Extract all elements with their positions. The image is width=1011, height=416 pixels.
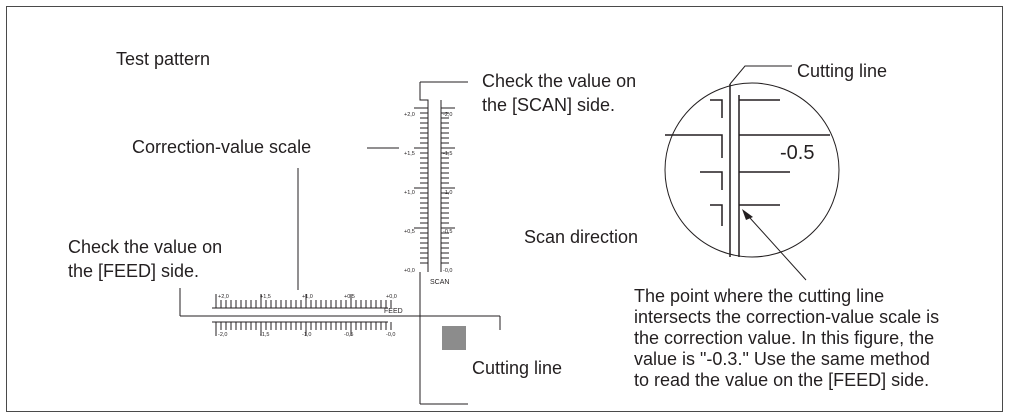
feed-top-tick-label: +1,5 [260, 294, 271, 300]
note-line: to read the value on the [FEED] side. [634, 370, 930, 390]
feed-top-tick-label: +0,0 [386, 294, 397, 300]
scan-right-tick-label: -0,5 [443, 229, 452, 235]
scan-left-tick-label: +1,0 [404, 190, 415, 196]
note-line: value is "-0.3." Use the same method [634, 349, 930, 369]
note-line: The point where the cutting line [634, 286, 885, 306]
scan-right-tick-label: -0,0 [443, 268, 452, 274]
feed-bottom-tick-label: -0,0 [386, 332, 395, 338]
feed-axis-label: FEED [384, 308, 403, 315]
scan-left-tick-label: +1,5 [404, 151, 415, 157]
feed-bottom-tick-label: -2,0 [218, 332, 227, 338]
feed-top-tick-label: +1,0 [302, 294, 313, 300]
zoom-value-label: -0.5 [780, 142, 815, 164]
zoom-circle [664, 82, 840, 258]
cutting-line-label-bottom: Cutting line [472, 358, 563, 378]
feed-top-tick-label: +2,0 [218, 294, 229, 300]
feed-bottom-tick-label: -1,0 [302, 332, 311, 338]
feed-bottom-tick-label: -1,5 [260, 332, 269, 338]
check-scan-label-line1: Check the value on [482, 71, 637, 91]
gray-square [442, 326, 466, 350]
scan-left-tick-label: +2,0 [404, 112, 415, 118]
feed-scale-ticks [215, 294, 392, 336]
check-feed-label-line2: the [FEED] side. [68, 261, 200, 281]
feed-top-tick-label: +0,5 [344, 294, 355, 300]
scan-left-tick-label: +0,0 [404, 268, 415, 274]
scan-right-tick-label: -2,0 [443, 112, 452, 118]
scale-text-labels: +2,0 +1,5 +1,0 +0,5 +0,0 -2,0 -1,5 -1,0 -0,5 -0,0… [218, 112, 452, 338]
check-feed-label-line1: Check the value on [68, 237, 223, 257]
explanation-note: The point where the cutting line interse… [634, 286, 939, 391]
scan-left-tick-label: +0,5 [404, 229, 415, 235]
scan-right-tick-label: -1,0 [443, 190, 452, 196]
zoom-arrow-leader [749, 217, 807, 281]
correction-scale-label: Correction-value scale [132, 137, 312, 157]
test-pattern-label: Test pattern [116, 49, 211, 69]
note-line: intersects the correction-value scale is [634, 307, 940, 327]
scan-right-tick-label: -1,5 [443, 151, 452, 157]
figure-frame [6, 6, 1003, 412]
feed-bottom-tick-label: -0,5 [344, 332, 353, 338]
check-scan-label-line2: the [SCAN] side. [482, 95, 616, 115]
zoom-arrow-icon [742, 209, 753, 220]
scan-scale-ticks [414, 107, 455, 264]
zoom-cutting-line-leader [729, 65, 792, 85]
zoom-scale-ticks [665, 99, 830, 226]
note-line: the correction value. In this figure, th… [634, 328, 935, 348]
scan-scale-left-bracket [419, 82, 429, 272]
scan-axis-label: SCAN [430, 279, 449, 286]
scan-direction-label: Scan direction [524, 227, 639, 247]
cutting-line-label-top: Cutting line [797, 61, 888, 81]
